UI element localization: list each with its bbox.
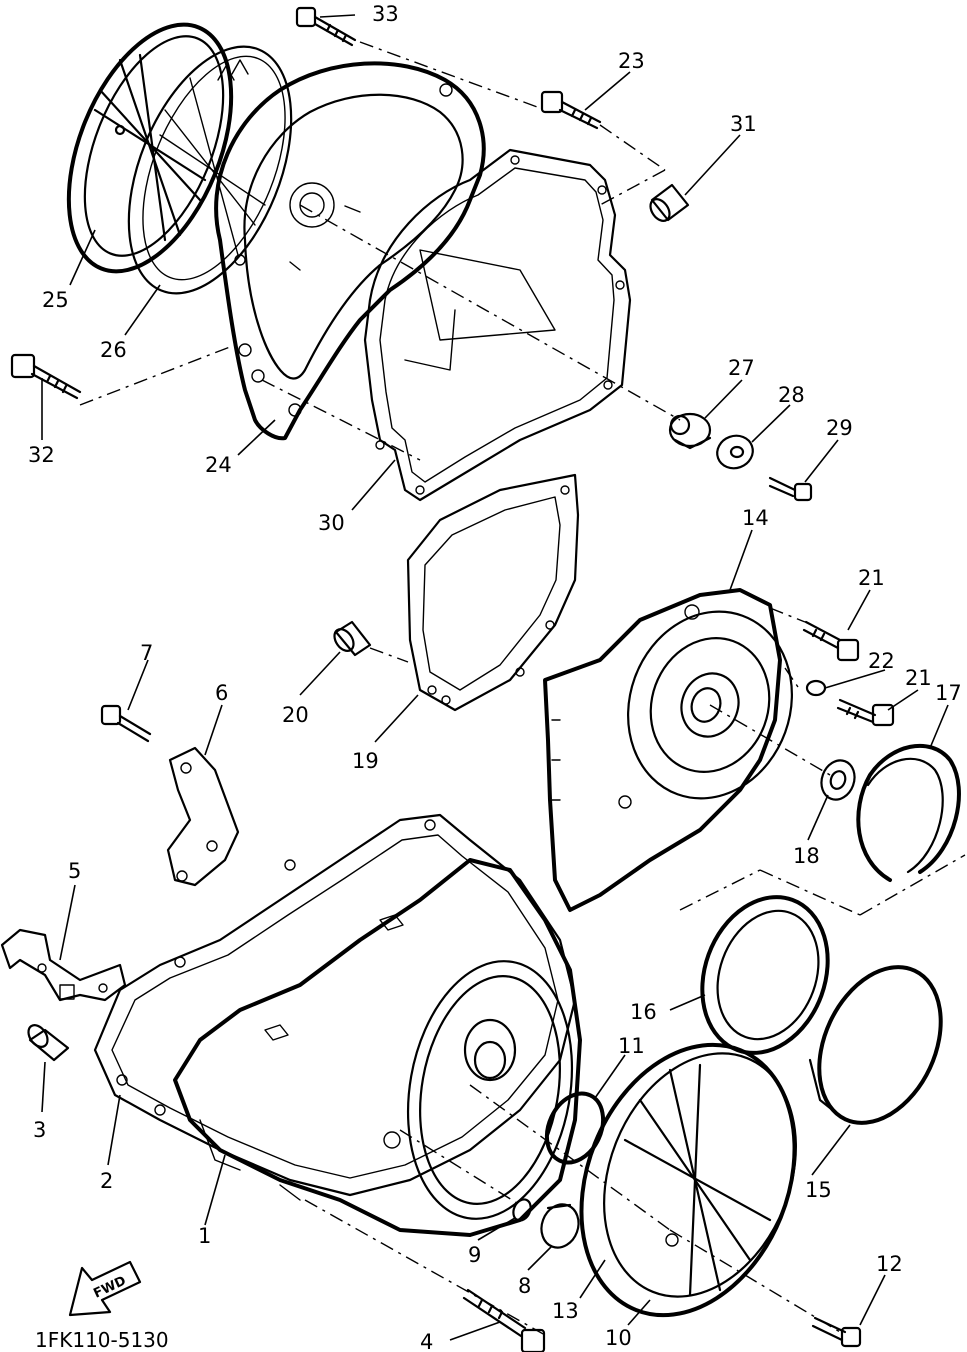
- assembly-lines-lower: [304, 1084, 841, 1336]
- callout-5: 5: [68, 859, 81, 883]
- part-17-snap-ring: [856, 743, 961, 882]
- part-14-inner-cover: [543, 588, 793, 912]
- part-23-bolt: [540, 90, 602, 130]
- callout-21-upper: 21: [858, 566, 885, 590]
- part-21-screw-upper: [802, 620, 860, 662]
- callout-21-lower: 21: [905, 666, 932, 690]
- callout-17: 17: [935, 681, 962, 705]
- callout-14: 14: [742, 506, 769, 530]
- part-6-bracket: [166, 746, 240, 887]
- part-12-screw: [811, 1316, 862, 1348]
- part-30-gasket-frame: [363, 148, 632, 502]
- callout-4: 4: [420, 1330, 433, 1352]
- part-29-screw: [768, 476, 813, 502]
- assembly-lines-middle: [369, 607, 966, 916]
- callout-12: 12: [876, 1252, 903, 1276]
- part-3-dowel: [27, 1024, 70, 1062]
- callout-2: 2: [100, 1169, 113, 1193]
- callout-labels: 33 23 31 25 26 32 24 30 27 28 29 14 21 2…: [28, 2, 962, 1352]
- part-20-dowel: [333, 620, 372, 657]
- part-10-outer-cover: [579, 1042, 797, 1318]
- part-28-washer: [716, 434, 754, 470]
- part-22-o-ring: [805, 679, 827, 697]
- callout-1: 1: [198, 1224, 211, 1248]
- callout-7: 7: [140, 641, 153, 665]
- part-4-bolt: [462, 1288, 546, 1352]
- callout-26: 26: [100, 338, 127, 362]
- part-16-gasket-ring: [700, 895, 830, 1055]
- callout-32: 32: [28, 443, 55, 467]
- part-5-bracket: [0, 928, 127, 1002]
- part-15-cap: [808, 965, 943, 1125]
- part-18-oil-seal: [820, 759, 856, 801]
- part-26-cover-gasket: [127, 45, 293, 295]
- part-1-crankcase-cover: [173, 858, 582, 1237]
- part-2-cover-gasket: [93, 813, 577, 1197]
- callout-6: 6: [215, 681, 228, 705]
- leader-lines: [41, 14, 949, 1341]
- callout-23: 23: [618, 49, 645, 73]
- callout-27: 27: [728, 356, 755, 380]
- callout-8: 8: [518, 1274, 531, 1298]
- part-24-cover-housing: [214, 61, 486, 441]
- callout-13: 13: [552, 1299, 579, 1323]
- callout-20: 20: [282, 703, 309, 727]
- callout-19: 19: [352, 749, 379, 773]
- part-32-bolt: [10, 353, 82, 400]
- callout-28: 28: [778, 383, 805, 407]
- callout-16: 16: [630, 1000, 657, 1024]
- part-31-dowel: [649, 183, 690, 222]
- part-7-bolt: [100, 704, 152, 743]
- callout-25: 25: [42, 288, 69, 312]
- callout-22: 22: [868, 649, 895, 673]
- callout-31: 31: [730, 112, 757, 136]
- callout-15: 15: [805, 1178, 832, 1202]
- callout-24: 24: [205, 453, 232, 477]
- callout-10: 10: [605, 1326, 632, 1350]
- callout-9: 9: [468, 1243, 481, 1267]
- callout-33: 33: [372, 2, 399, 26]
- callout-29: 29: [826, 416, 853, 440]
- part-27-bushing: [668, 412, 712, 450]
- part-19-gasket: [406, 473, 580, 712]
- assembly-lines-upper: [79, 41, 681, 461]
- part-8-plug: [540, 1203, 580, 1249]
- callout-11: 11: [618, 1034, 645, 1058]
- callout-30: 30: [318, 511, 345, 535]
- callout-3: 3: [33, 1118, 46, 1142]
- callout-18: 18: [793, 844, 820, 868]
- forward-arrow-icon: FWD: [68, 1260, 142, 1317]
- drawing-code: 1FK110-5130: [35, 1328, 169, 1352]
- part-33-bolt: [295, 6, 357, 47]
- part-9-o-ring: [512, 1198, 532, 1222]
- part-21-screw-lower: [836, 698, 895, 727]
